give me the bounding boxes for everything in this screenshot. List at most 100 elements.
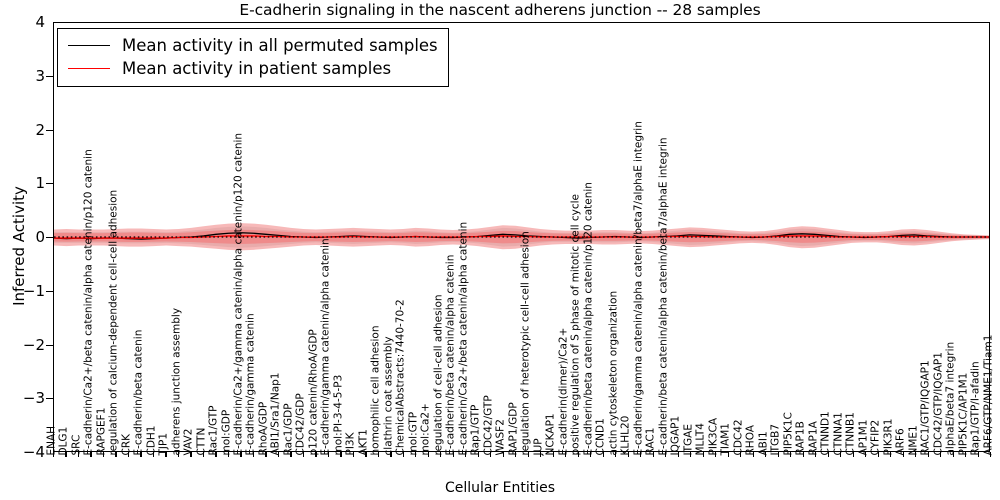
legend-label-permuted: Mean activity in all permuted samples [122,36,438,55]
x-tick-mark [65,452,67,457]
x-tick-label: PIK3R1 [882,418,895,455]
x-tick-label: mol:GTP [407,411,420,455]
x-tick-label: RhoA/GDP [257,401,270,455]
x-tick-label: E-cadherin/Ca2+/gamma catenin/alpha cate… [232,132,245,455]
x-tick-mark [702,452,704,457]
legend-swatch-patient [68,68,110,69]
x-tick-label: ITGAE [682,423,695,455]
x-tick-mark [540,452,542,457]
x-tick-mark [952,452,954,457]
x-tick-label: KLHL20 [619,415,632,455]
x-tick-label: NME1 [907,424,920,455]
x-tick-label: CDH1 [145,425,158,455]
x-tick-label: ITGB7 [769,423,782,455]
y-tick-label: −2 [22,335,45,354]
x-tick-mark [427,452,429,457]
x-tick-mark [652,452,654,457]
x-tick-mark [565,452,567,457]
x-tick-mark [715,452,717,457]
x-tick-label: positive regulation of S phase of mitoti… [569,193,582,455]
x-tick-mark [140,452,142,457]
x-tick-mark [115,452,117,457]
x-tick-mark [790,452,792,457]
x-tick-mark [152,452,155,457]
y-tick-mark [46,344,53,346]
x-tick-label: AP1M1 [857,419,870,455]
y-tick-mark [46,129,53,131]
x-tick-mark [552,452,554,457]
x-tick-mark [165,452,167,457]
x-tick-label: CDC42/GDP [294,392,307,455]
x-tick-label: mol:Ca2+ [419,402,432,455]
x-tick-mark [990,452,992,457]
x-tick-label: adherens junction assembly [170,307,183,455]
x-tick-label: PIP5K1C [782,411,795,455]
x-tick-label: E-cadherin/beta catenin/alpha catenin/be… [657,136,670,455]
x-tick-mark [340,452,342,457]
x-tick-mark [840,452,842,457]
x-tick-label: regulation of calcium-dependent cell-cel… [107,189,120,455]
chart-title: E-cadherin signaling in the nascent adhe… [239,1,761,19]
x-tick-label: mol:GDP [220,409,232,455]
x-tick-label: RAP1/GDP [507,401,520,455]
x-tick-label: E-cadherin/beta catenin/alpha catenin/p1… [582,181,595,455]
x-tick-label: p120 catenin/RhoA/GDP [307,328,320,455]
x-tick-mark [902,452,904,457]
x-tick-label: CTNNB1 [844,411,857,455]
y-tick-label: 1 [35,174,45,193]
x-tick-label: CDC42/GTP/IQGAP1 [932,351,945,455]
plot-svg [54,223,989,251]
x-tick-mark [290,452,292,457]
x-tick-label: CYFIP2 [869,419,882,455]
x-tick-mark [102,452,105,457]
x-tick-mark [377,452,379,457]
x-tick-label: RAP1A [807,420,820,455]
x-tick-label: homophilic cell adhesion [369,325,382,455]
x-tick-label: JUP [532,437,545,455]
x-tick-label: alphaE/beta7 integrin [944,341,957,455]
x-tick-mark [227,452,230,457]
x-tick-label: RHOA [744,424,757,455]
x-tick-mark [277,452,280,457]
x-tick-label: IQGAP1 [669,415,682,455]
x-tick-mark [452,452,454,457]
x-tick-mark [327,452,330,457]
x-tick-mark [865,452,867,457]
x-tick-label: ABI1 [757,430,770,455]
x-tick-label: RAP1B [794,420,807,455]
x-tick-mark [827,452,829,457]
x-tick-label: clathrin coat assembly [382,335,395,455]
x-tick-mark [177,452,180,457]
x-tick-mark [802,452,804,457]
x-tick-mark [240,452,242,457]
x-tick-label: TJP1 [157,432,170,455]
x-tick-label: E-cadherin/beta catenin [132,329,145,455]
x-tick-mark [302,452,305,457]
x-tick-mark [53,452,55,457]
x-tick-label: Rac1/GTP [207,405,220,455]
x-tick-mark [627,452,629,457]
x-tick-label: NCKAP1 [544,412,557,455]
x-tick-label: CTNNA1 [832,411,845,455]
y-tick-mark [46,183,53,185]
y-tick-label: −3 [22,389,45,408]
x-tick-label: actin cytoskeleton organization [607,290,620,455]
x-tick-mark [390,452,392,457]
x-tick-label: mol:PI-3-4-5-P3 [332,374,345,455]
x-tick-label: PI3K [344,432,357,455]
x-tick-label: CTTN [195,427,208,455]
x-tick-label: MLLT4 [694,422,707,455]
x-tick-label: PIP5K1C/AP1M1 [957,372,970,455]
x-tick-label: E-cadherin/gamma catenin/alpha catenin/b… [632,120,645,455]
x-tick-mark [727,452,729,457]
x-tick-label: CCND1 [594,417,607,455]
x-tick-label: ChemicalAbstracts:7440-70-2 [394,298,407,455]
x-tick-mark [215,452,217,457]
y-tick-label: 3 [35,66,45,85]
x-tick-label: RAC1 [644,427,657,455]
x-tick-label: Rap1/GTP/I-afadin [969,360,982,455]
x-tick-label: E-cadherin/gamma catenin/alpha catenin [319,237,332,455]
x-tick-mark [815,452,817,457]
x-tick-label: ENAH [45,425,58,455]
x-tick-mark [677,452,679,457]
